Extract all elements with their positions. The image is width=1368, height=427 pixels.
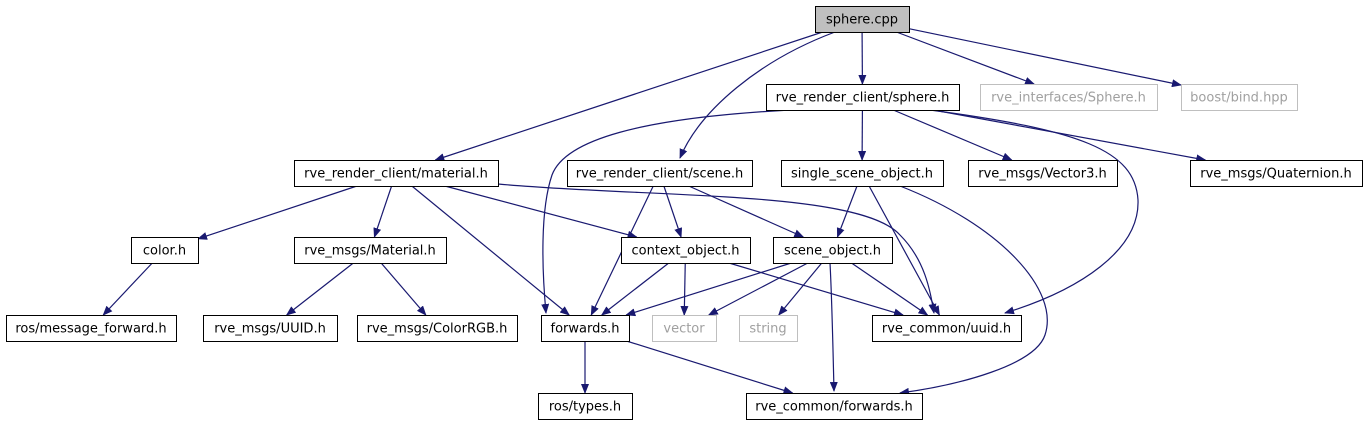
edge-rrc_material_h-to-msgs_material [373,185,393,238]
edge-sphere_cpp-to-rrc_material_h [434,31,823,161]
node-label: ros/types.h [549,400,621,415]
node-box [739,315,798,342]
node-label: ros/message_forward.h [15,322,166,337]
node-rrc-material-h[interactable]: rve_render_client/material.h [294,160,499,187]
edge-single_scene_object_h-to-common_forwards [899,185,1048,396]
node-string: string [739,315,798,342]
node-label: rve_msgs/UUID.h [214,322,326,337]
edge-single_scene_object_h-to-scene_object_h [836,185,858,238]
node-label: string [749,322,786,337]
node-ros-message-forward[interactable]: ros/message_forward.h [6,315,177,342]
node-box [621,237,751,264]
edge-msgs_material-to-msgs_uuid [285,262,354,316]
node-common-uuid[interactable]: rve_common/uuid.h [872,315,1022,342]
node-label: scene_object.h [784,244,881,259]
node-rif-sphere-h: rve_interfaces/Sphere.h [980,84,1158,111]
edge-msgs_material-to-msgs_colorrgb [380,262,427,316]
node-box [766,84,960,111]
edge-forwards_h-to-common_forwards [626,340,794,395]
edge-context_object_h-to-forwards_h [600,262,670,316]
edge-rrc_sphere_h-to-common_uuid [929,109,1139,315]
edge-scene_object_h-to-forwards_h [625,262,792,317]
edge-context_object_h-to-common_uuid [728,262,904,317]
edge-scene_object_h-to-common_uuid [851,262,929,316]
node-vector: vector [652,315,717,342]
edge-single_scene_object_h-to-common_uuid [868,185,940,316]
edge-rrc_scene_h-to-context_object_h [663,185,683,238]
edge-rrc_material_h-to-forwards_h [411,185,570,316]
node-ros-types[interactable]: ros/types.h [538,393,633,420]
node-box [357,315,518,342]
node-box [773,237,893,264]
edge-sphere_cpp-to-rrc_scene_h [679,31,836,159]
node-label: rve_interfaces/Sphere.h [991,91,1146,106]
node-rrc-scene-h[interactable]: rve_render_client/scene.h [567,160,753,187]
edge-context_object_h-to-vector [680,262,689,316]
node-scene-object-h[interactable]: scene_object.h [773,237,893,264]
node-box [538,393,633,420]
node-box [815,6,910,33]
node-box [872,315,1022,342]
edge-rrc_sphere_h-to-msgs_vector3 [893,109,1013,161]
node-single-scene-object-h[interactable]: single_scene_object.h [781,160,944,187]
node-box [294,237,447,264]
nodes-layer: sphere.cpp rve_render_client/sphere.h rve_… [6,6,1363,420]
node-msgs-quaternion[interactable]: rve_msgs/Quaternion.h [1190,160,1363,187]
node-label: sphere.cpp [826,13,898,28]
edge-rrc_material_h-to-common_uuid [497,183,937,314]
edge-rrc_sphere_h-to-forwards_h [541,109,791,314]
node-label: context_object.h [632,244,740,259]
node-rrc-sphere-h[interactable]: rve_render_client/sphere.h [766,84,960,111]
node-label: rve_render_client/sphere.h [776,91,950,106]
edge-rrc_scene_h-to-scene_object_h [688,185,805,238]
node-box [652,315,717,342]
node-label: color.h [143,244,186,259]
edge-color_h-to-ros_message_forward [102,262,153,316]
node-box [1181,84,1298,111]
edge-scene_object_h-to-string [778,262,823,316]
node-label: rve_msgs/Material.h [304,244,436,259]
node-label: rve_common/forwards.h [755,400,913,415]
node-box [6,315,177,342]
node-box [746,393,923,420]
node-boost-bind: boost/bind.hpp [1181,84,1298,111]
node-label: rve_msgs/Quaternion.h [1200,167,1351,182]
node-msgs-colorrgb[interactable]: rve_msgs/ColorRGB.h [357,315,518,342]
node-box [980,84,1158,111]
node-label: rve_common/uuid.h [882,322,1011,337]
node-box [1190,160,1363,187]
node-box [294,160,499,187]
node-label: forwards.h [551,322,620,337]
edge-rrc_sphere_h-to-msgs_quaternion [933,109,1207,163]
edge-scene_object_h-to-common_forwards [829,262,838,392]
edge-sphere_cpp-to-rif_sphere_h [896,31,1036,85]
node-msgs-vector3[interactable]: rve_msgs/Vector3.h [968,160,1118,187]
node-label: rve_msgs/Vector3.h [978,167,1106,182]
node-label: rve_render_client/material.h [304,167,488,182]
node-label: boost/bind.hpp [1190,91,1288,106]
node-context-object-h[interactable]: context_object.h [621,237,751,264]
edge-rrc_material_h-to-color_h [197,185,358,240]
node-box [781,160,944,187]
edge-rrc_material_h-to-context_object_h [444,185,638,239]
node-box [968,160,1118,187]
edge-sphere_cpp-to-boost_bind [908,28,1182,88]
node-msgs-uuid[interactable]: rve_msgs/UUID.h [203,315,338,342]
edge-scene_object_h-to-vector [707,262,809,316]
node-sphere-cpp[interactable]: sphere.cpp [815,6,910,33]
node-box [131,237,199,264]
node-box [203,315,338,342]
node-label: rve_render_client/scene.h [576,167,744,182]
node-msgs-material[interactable]: rve_msgs/Material.h [294,237,447,264]
node-box [541,315,630,342]
node-box [567,160,753,187]
node-forwards-h[interactable]: forwards.h [541,315,630,342]
node-label: rve_msgs/ColorRGB.h [367,322,508,337]
node-label: single_scene_object.h [791,167,933,182]
node-label: vector [663,322,705,337]
node-color-h[interactable]: color.h [131,237,199,264]
node-common-forwards[interactable]: rve_common/forwards.h [746,393,923,420]
